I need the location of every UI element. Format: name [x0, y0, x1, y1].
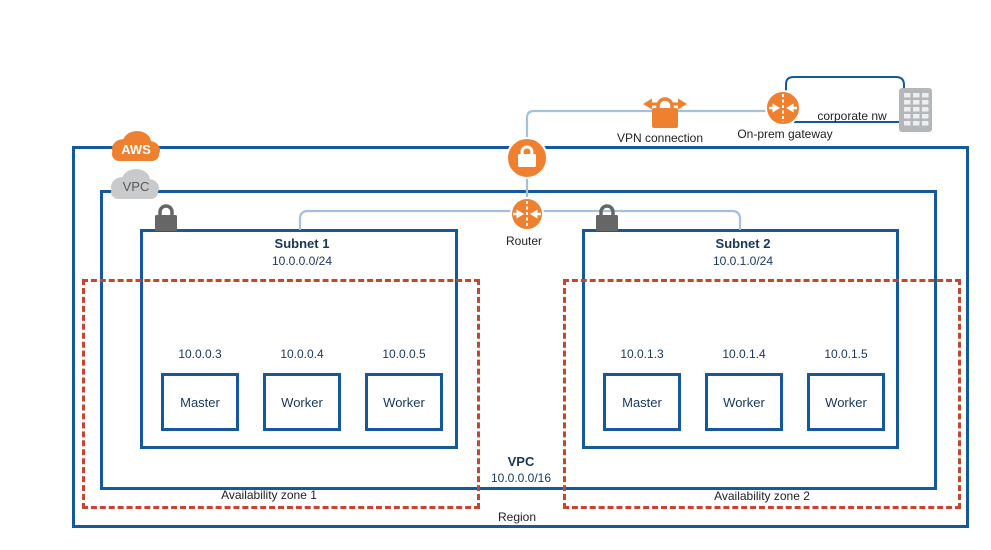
region-label: Region [497, 510, 537, 524]
instance-role-label: Worker [825, 394, 867, 410]
instance-ip: 10.0.1.4 [722, 347, 766, 361]
availability-zone-1: Availability zone 1 [82, 279, 480, 509]
instance-box: Worker [807, 373, 885, 431]
subnet-2-box: Subnet 2 10.0.1.0/24 10.0.1.3 10.0.1.4 1… [582, 229, 899, 449]
instance-ip: 10.0.1.3 [620, 347, 664, 361]
instance-ip: 10.0.1.5 [824, 347, 868, 361]
vpn-connection-icon [643, 97, 687, 128]
vpn-connection-label: VPN connection [616, 131, 704, 145]
vpc-box-cidr: 10.0.0.0/16 [490, 471, 552, 485]
instance-role-label: Worker [383, 394, 425, 410]
vpc-box-title: VPC [507, 454, 535, 469]
corporate-building-icon [899, 88, 932, 132]
instance-role-label: Master [180, 394, 220, 410]
instance-box: Worker [263, 373, 341, 431]
onprem-gateway-icon [765, 90, 801, 126]
instance-ip: 10.0.0.3 [178, 347, 222, 361]
aws-cloud-label: AWS [121, 142, 151, 157]
subnet-1-title: Subnet 1 [274, 236, 330, 251]
onprem-gateway-label: On-prem gateway [737, 127, 833, 141]
availability-zone-2-label: Availability zone 2 [714, 489, 810, 503]
router-label: Router [505, 234, 543, 248]
availability-zone-2: Availability zone 2 [563, 279, 961, 509]
instance-box: Worker [705, 373, 783, 431]
instance-ip: 10.0.0.5 [382, 347, 426, 361]
corporate-loop-top-line [785, 76, 905, 95]
subnet-2-cidr: 10.0.1.0/24 [712, 254, 774, 268]
instance-ip: 10.0.0.4 [280, 347, 324, 361]
instance-role-label: Worker [281, 394, 323, 410]
instance-box: Worker [365, 373, 443, 431]
instance-box: Master [161, 373, 239, 431]
subnet-1-box: Subnet 1 10.0.0.0/24 10.0.0.3 10.0.0.4 1… [140, 229, 458, 449]
corporate-network-label: corporate nw [817, 109, 887, 123]
subnet-2-title: Subnet 2 [715, 236, 771, 251]
subnet-1-cidr: 10.0.0.0/24 [271, 254, 333, 268]
availability-zone-1-label: Availability zone 1 [221, 488, 317, 502]
instance-box: Master [603, 373, 681, 431]
vpc-cloud-label: VPC [122, 179, 150, 194]
vpc-box [100, 190, 937, 490]
instance-role-label: Worker [723, 394, 765, 410]
instance-role-label: Master [622, 394, 662, 410]
